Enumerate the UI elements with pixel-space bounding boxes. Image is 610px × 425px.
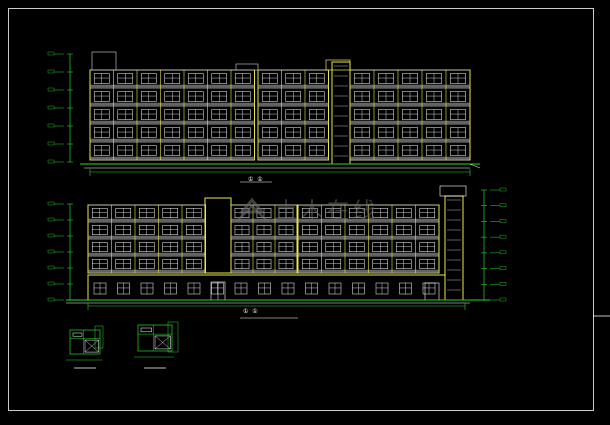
lower-left-dim-text-box	[47, 249, 55, 254]
lower-left-dim-text-box	[47, 297, 55, 302]
upper-left-wing-balcony-band	[89, 156, 255, 160]
detail-left-frame	[69, 329, 101, 355]
lower-right-dim-text-box	[499, 219, 507, 223]
detail-right-panel	[140, 327, 152, 333]
watermark-logo-icon	[235, 204, 269, 223]
detail-left-side	[94, 325, 104, 349]
upper-right-wing-balcony-band	[349, 120, 471, 124]
upper-left-dim-text-box	[47, 141, 55, 146]
lower-left-dim-text-box	[47, 233, 55, 238]
upper-left-dim-text-box	[47, 69, 55, 74]
upper-left-wing-balcony-band	[89, 84, 255, 88]
lower-left-dim-text-box	[47, 217, 55, 222]
lower-left-dim-text-box	[47, 281, 55, 286]
detail-right-side	[167, 321, 179, 353]
lower-left-dim-text-box	[47, 201, 55, 206]
watermark-logo-icon	[238, 197, 266, 214]
lower-mid-wing-balcony-band	[230, 235, 298, 239]
lower-ground-floor	[87, 274, 446, 301]
lower-left-wing-balcony-band	[87, 235, 206, 239]
lower-right-dim-text-box	[499, 282, 507, 286]
upper-mid-wing-balcony-band	[257, 84, 329, 88]
upper-elevation-title: ① ①	[248, 176, 264, 183]
sheet-border	[8, 8, 594, 411]
upper-right-wing-balcony-band	[349, 156, 471, 160]
lower-left-dim-text-box	[47, 265, 55, 270]
upper-mid-wing-balcony-band	[257, 120, 329, 124]
lower-entrance-tower	[204, 197, 232, 274]
upper-roof-box-mid	[235, 63, 259, 71]
upper-left-wing-balcony-band	[89, 138, 255, 142]
lower-roof-box	[439, 185, 467, 197]
upper-roof-box-left	[91, 51, 117, 71]
detail-left-diag	[84, 339, 99, 353]
upper-left-dim-text-box	[47, 51, 55, 56]
upper-left-dim-text-box	[47, 105, 55, 110]
upper-right-wing-balcony-band	[349, 84, 471, 88]
upper-mid-wing-balcony-band	[257, 102, 329, 106]
upper-roof-parapet	[325, 59, 351, 71]
lower-right-dim-text-box	[499, 187, 507, 192]
lower-right-dim-text-box	[499, 297, 507, 302]
upper-left-dim-text-box	[47, 87, 55, 92]
lower-mid-wing-balcony-band	[230, 269, 298, 273]
detail-left-panel	[84, 339, 99, 353]
upper-mid-wing-balcony-band	[257, 156, 329, 160]
upper-left-dim-text-box	[47, 123, 55, 128]
detail-right-panel	[154, 335, 171, 350]
upper-left-wing-balcony-band	[89, 120, 255, 124]
lower-left-wing-balcony-band	[87, 252, 206, 256]
upper-left-wing-balcony-band	[89, 102, 255, 106]
detail-right-frame	[137, 324, 173, 352]
lower-mid-wing-balcony-band	[230, 252, 298, 256]
upper-right-wing-balcony-band	[349, 102, 471, 106]
upper-grade-slope	[469, 163, 481, 169]
upper-stair-tower	[331, 61, 351, 165]
lower-right-dim-text-box	[499, 250, 507, 255]
watermark-text: 土木在线	[275, 199, 380, 224]
lower-left-wing-balcony-band	[87, 218, 206, 222]
lower-stair-tower	[444, 195, 464, 301]
lower-side-door	[424, 282, 440, 301]
upper-right-wing-balcony-band	[349, 138, 471, 142]
upper-left-dim-text-box	[47, 159, 55, 164]
lower-right-dim-text-box	[499, 203, 507, 207]
upper-mid-wing-balcony-band	[257, 138, 329, 142]
lower-left-wing-balcony-band	[87, 269, 206, 273]
detail-left-panel	[72, 332, 83, 337]
lower-right-dim-text-box	[499, 266, 507, 270]
lower-elevation-title: ① ①	[243, 308, 259, 315]
lower-right-dim-text-box	[499, 234, 507, 239]
